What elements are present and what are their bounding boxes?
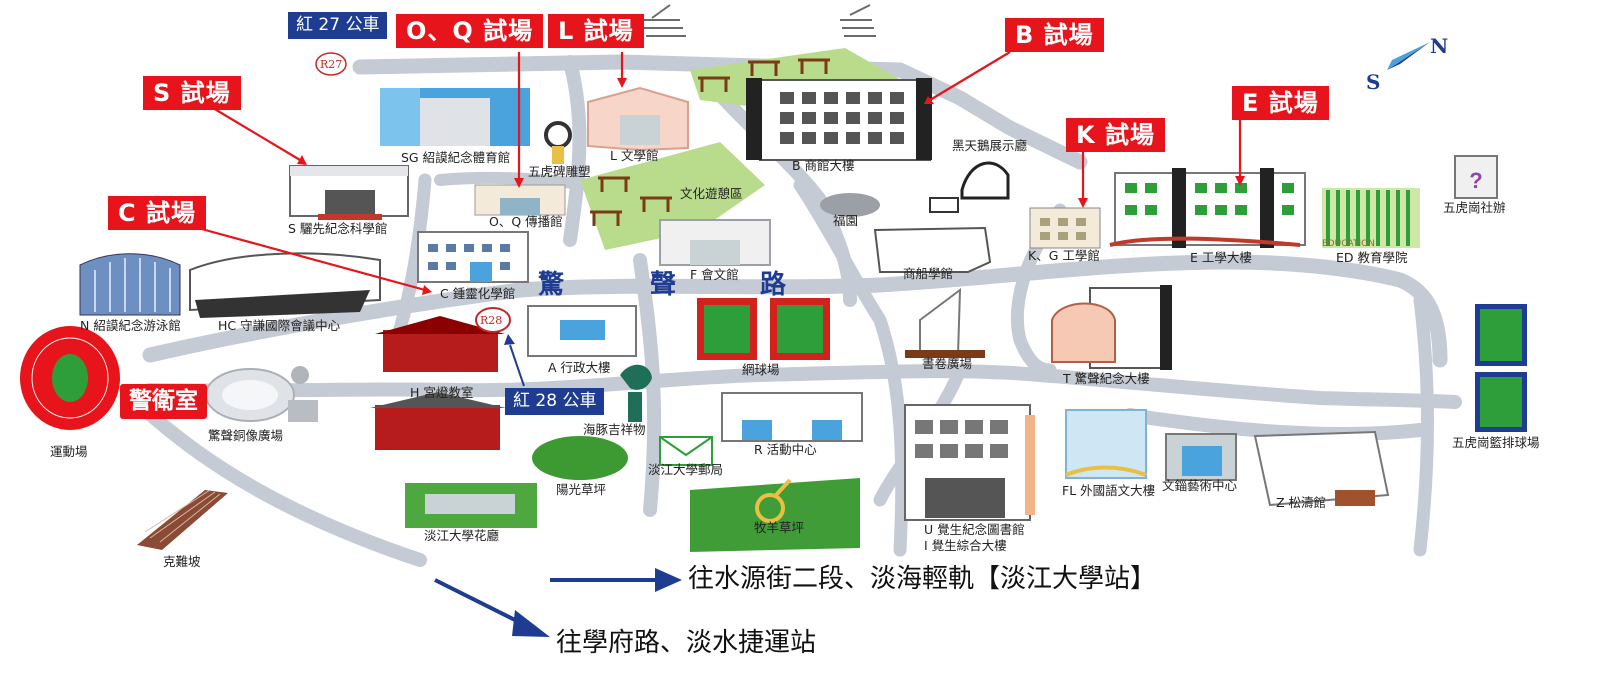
label-post-office: 淡江大學郵局 [648,462,724,477]
label-culture-area: 文化遊憩區 [680,186,743,201]
label-fl-building: FL 外國語文大樓 [1062,483,1156,498]
label-sports-field: 運動場 [50,444,88,459]
education-sign: EDUCATION [1322,239,1375,249]
svg-text:?: ? [1469,168,1482,193]
compass-arrow [1387,42,1430,70]
top-stairs [640,4,876,37]
exam-site-e: E 試場 [1232,86,1329,120]
bus-red27-label: 紅 27 公車 [288,12,388,39]
label-r-center: R 活動中心 [754,442,817,457]
label-b-building: B 商館大樓 [792,158,855,173]
statue-plaza [205,366,318,422]
sports-field [20,326,120,430]
label-hc-center: HC 守謙國際會議中心 [218,318,341,333]
bus-stop-r28: R28 [480,314,503,327]
compass-north: N [1430,34,1449,58]
label-a-building: A 行政大樓 [548,360,611,375]
label-flower-hall: 淡江大學花廳 [424,528,500,543]
benches [590,58,830,226]
label-sunshine-lawn: 陽光草坪 [556,482,607,497]
guard-room-label: 警衛室 [120,384,207,419]
exam-site-c: C 試場 [108,196,206,230]
label-ed-building: ED 教育學院 [1336,250,1408,265]
label-merchant-marine: 商船學館 [903,266,954,281]
label-statue-plaza: 驚聲銅像廣場 [208,428,284,443]
exam-site-l: L 試場 [548,14,644,48]
label-h-building: H 宮燈教室 [410,385,474,400]
road-char-1: 驚 [538,270,565,300]
callout-arrows [197,51,1245,295]
road-char-2: 聲 [650,270,677,300]
label-wuhu-statue: 五虎碑雕塑 [528,164,591,179]
label-l-building: L 文學館 [610,148,659,163]
bus-stop-r27: R27 [320,58,343,71]
label-i-building: I 覺生綜合大樓 [924,538,1007,553]
label-art-center: 文錙藝術中心 [1162,478,1238,493]
bus-red28-label: 紅 28 公車 [505,388,605,415]
label-kenan-slope: 克難坡 [163,554,201,569]
label-sheep-lawn: 牧羊草坪 [754,520,805,535]
label-z-building: Z 松濤館 [1276,495,1327,510]
label-wuhu-club: 五虎崗社辦 [1443,200,1506,215]
label-n-pool: N 紹謨紀念游泳館 [80,318,181,333]
label-tennis: 網球場 [742,362,780,377]
label-basketball: 五虎崗籃排球場 [1452,435,1540,450]
label-oq-building: O、Q 傳播館 [489,214,563,229]
label-f-building: F 會文館 [690,267,739,282]
exam-site-k: K 試場 [1066,118,1165,152]
exam-site-oq: O、Q 試場 [396,14,544,48]
label-dolphin: 海豚吉祥物 [583,422,646,437]
kenan-slope [137,489,228,550]
direction-shuiyuan: 往水源街二段、淡海輕軌【淡江大學站】 [688,564,1157,594]
label-fuyuan: 福園 [833,213,859,228]
exam-site-s: S 試場 [143,76,241,110]
direction-xuefu: 往學府路、淡水捷運站 [556,628,817,658]
label-c-building: C 鍾靈化學館 [440,286,516,301]
label-book-plaza: 書卷廣場 [922,356,973,371]
road-char-3: 路 [760,270,787,300]
label-s-building: S 驪先紀念科學館 [288,221,388,236]
grass-areas [405,48,910,552]
bus-stop-marks [315,52,525,387]
label-e-building: E 工學大樓 [1190,250,1252,265]
label-black-swan: 黑天鵝展示廳 [952,138,1028,153]
label-t-building: T 驚聲紀念大樓 [1063,371,1150,386]
label-u-library: U 覺生紀念圖書館 [924,522,1025,537]
buildings: ? [79,78,1527,523]
compass-south: S [1366,70,1381,94]
exam-site-b: B 試場 [1005,18,1104,52]
label-sg-gym: SG 紹謨紀念體育館 [401,150,511,165]
direction-arrows [434,568,682,637]
label-kg-building: K、G 工學館 [1028,248,1100,263]
